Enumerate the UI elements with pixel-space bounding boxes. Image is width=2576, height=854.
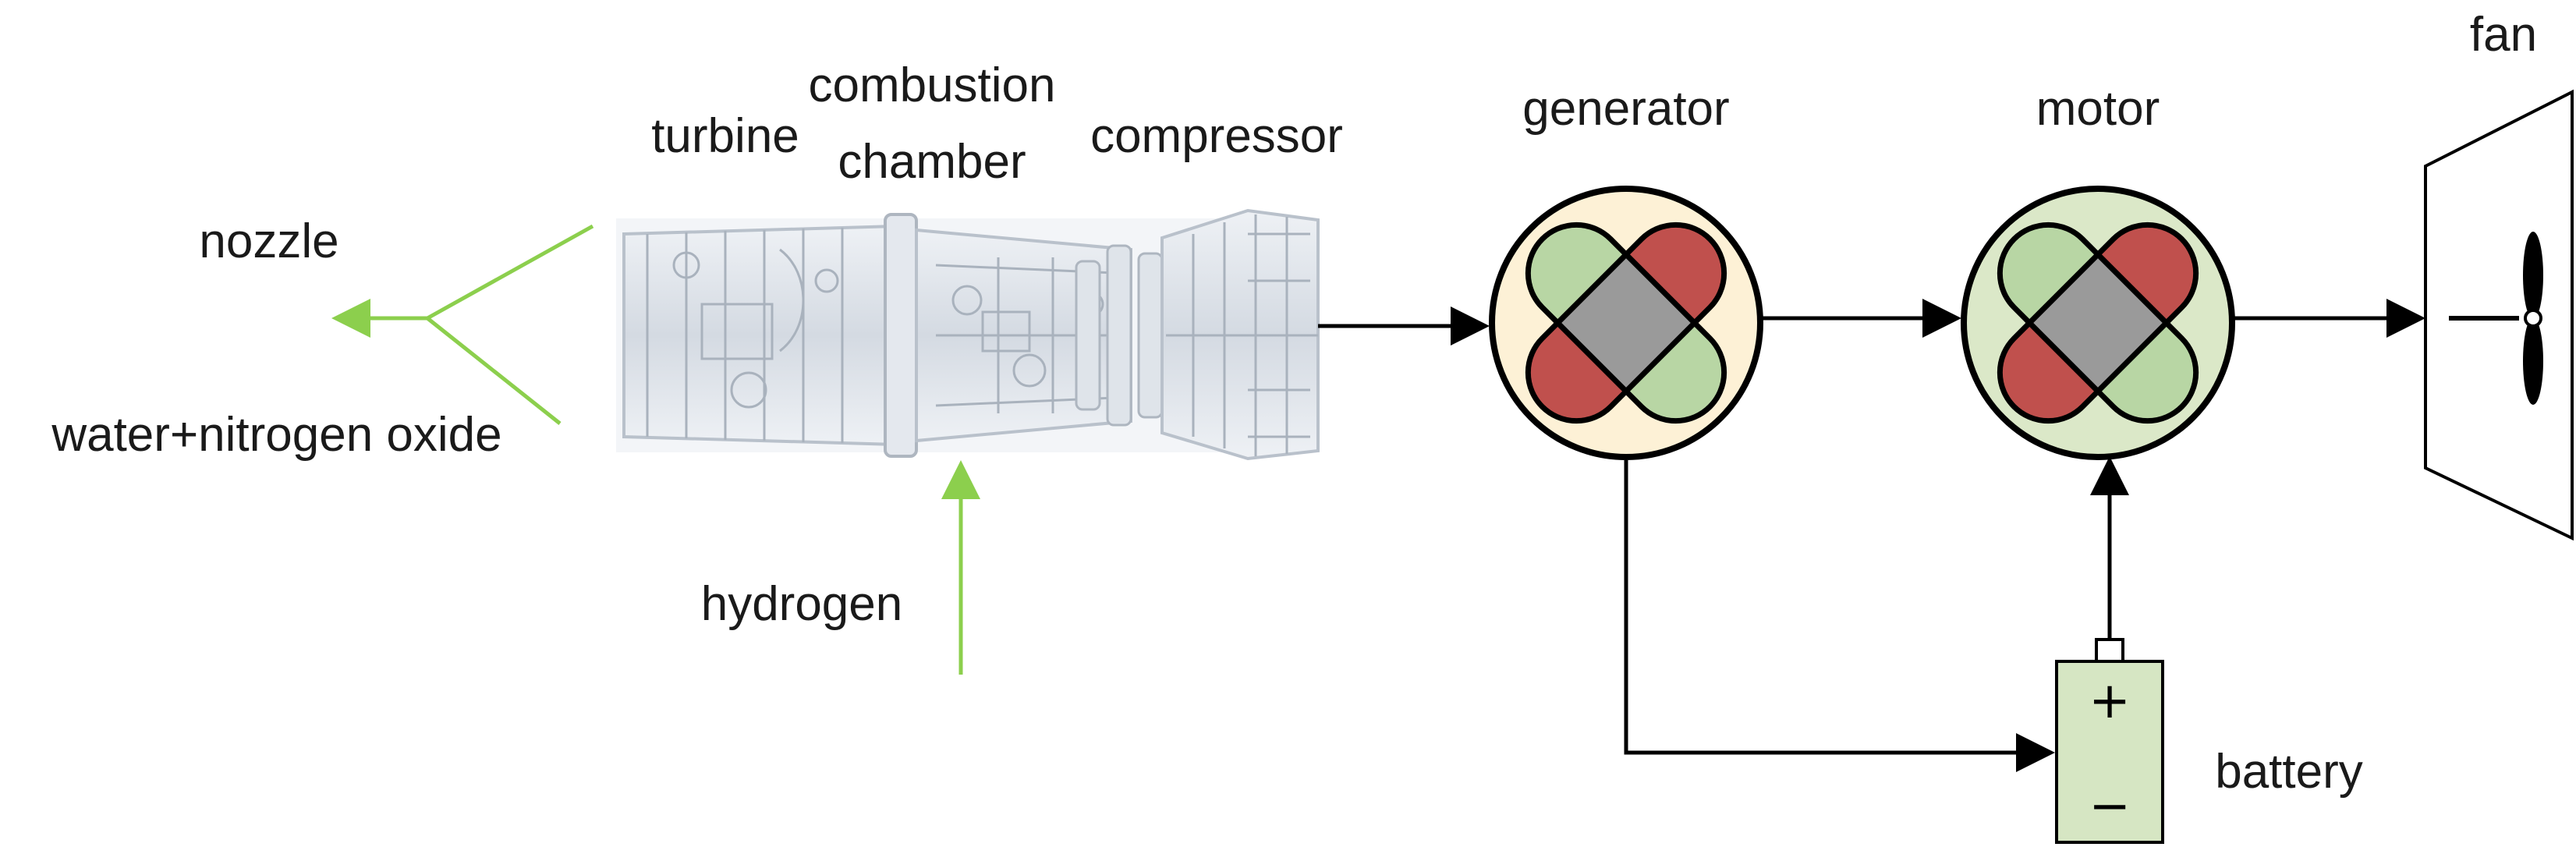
label-chamber: chamber: [838, 135, 1026, 189]
label-battery: battery: [2215, 745, 2363, 799]
label-fan: fan: [2470, 8, 2537, 62]
battery: + −: [2055, 638, 2164, 844]
motor: [1961, 186, 2235, 460]
jet-engine-illustration: [616, 208, 1320, 461]
label-water-nox: water+nitrogen oxide: [51, 408, 501, 462]
label-combustion: combustion: [808, 58, 1055, 112]
label-hydrogen: hydrogen: [701, 577, 903, 631]
exhaust-flow: [331, 224, 594, 425]
fan: [2424, 89, 2574, 541]
label-nozzle: nozzle: [199, 214, 338, 268]
label-motor: motor: [2036, 82, 2160, 136]
label-generator: generator: [1522, 82, 1729, 136]
power-flow: [1318, 299, 2425, 772]
generator: [1489, 186, 1763, 460]
battery-minus-sign: −: [2089, 778, 2131, 835]
battery-plus-sign: +: [2089, 672, 2131, 730]
label-compressor: compressor: [1090, 109, 1343, 163]
label-turbine: turbine: [651, 109, 799, 163]
